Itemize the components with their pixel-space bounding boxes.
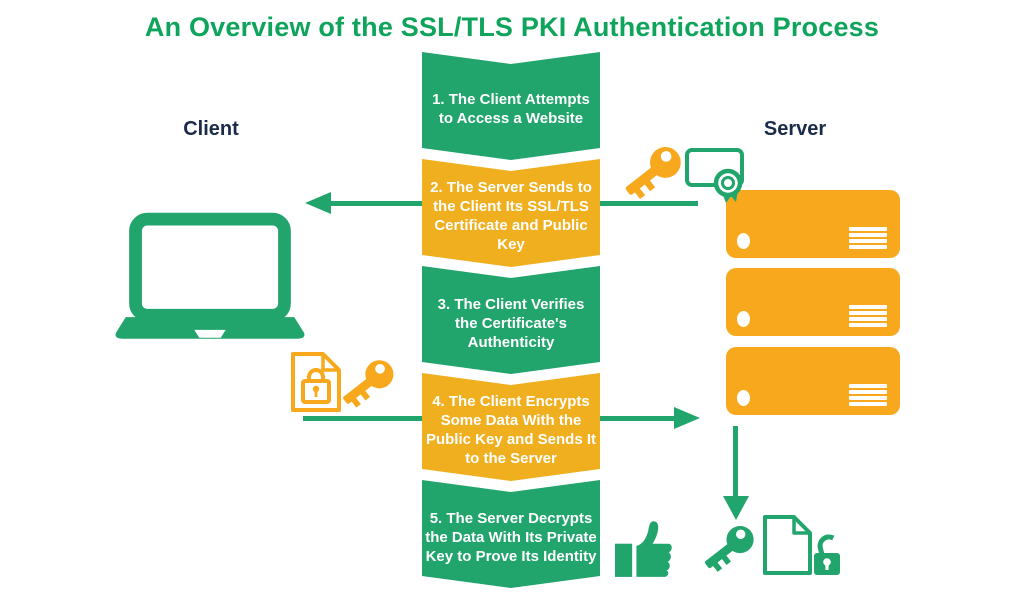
server-down-arrow	[733, 426, 738, 498]
step-banner-1: 1. The Client Attempts to Access a Websi…	[422, 52, 600, 160]
step-4-text: 4. The Client Encrypts Some Data With th…	[425, 393, 597, 467]
server-unit-icon	[726, 347, 900, 415]
unlocked-document-icon	[762, 514, 842, 578]
key-icon	[620, 138, 688, 206]
server-led	[737, 233, 750, 249]
server-vents-icon	[849, 303, 887, 327]
step-banner-5: 5. The Server Decrypts the Data With Its…	[422, 480, 600, 588]
client-label: Client	[183, 118, 239, 140]
step-banner-2: 2. The Server Sends to the Client Its SS…	[422, 159, 600, 267]
laptop-icon	[112, 212, 308, 340]
arrow-right-head	[674, 407, 700, 429]
thumbs-up-icon	[610, 518, 680, 578]
key-icon	[700, 518, 760, 578]
step-banner-3: 3. The Client Verifies the Certificate's…	[422, 266, 600, 374]
step-5-text: 5. The Server Decrypts the Data With Its…	[425, 509, 597, 565]
server-unit-icon	[726, 190, 900, 258]
key-icon	[338, 352, 400, 414]
page-title: An Overview of the SSL/TLS PKI Authentic…	[144, 12, 880, 42]
server-label: Server	[763, 118, 827, 140]
step-2-text: 2. The Server Sends to the Client Its SS…	[430, 179, 592, 253]
step-3-text: 3. The Client Verifies the Certificate's…	[437, 295, 585, 351]
arrow-down-head	[723, 496, 749, 520]
server-vents-icon	[849, 225, 887, 249]
locked-document-icon	[290, 351, 342, 413]
server-led	[737, 390, 750, 406]
server-vents-icon	[849, 382, 887, 406]
certificate-icon	[684, 146, 748, 204]
server-unit-icon	[726, 268, 900, 336]
arrow-left-head	[305, 192, 331, 214]
step-1-text: 1. The Client Attempts to Access a Websi…	[432, 91, 590, 127]
server-led	[737, 311, 750, 327]
step-banner-4: 4. The Client Encrypts Some Data With th…	[422, 373, 600, 481]
